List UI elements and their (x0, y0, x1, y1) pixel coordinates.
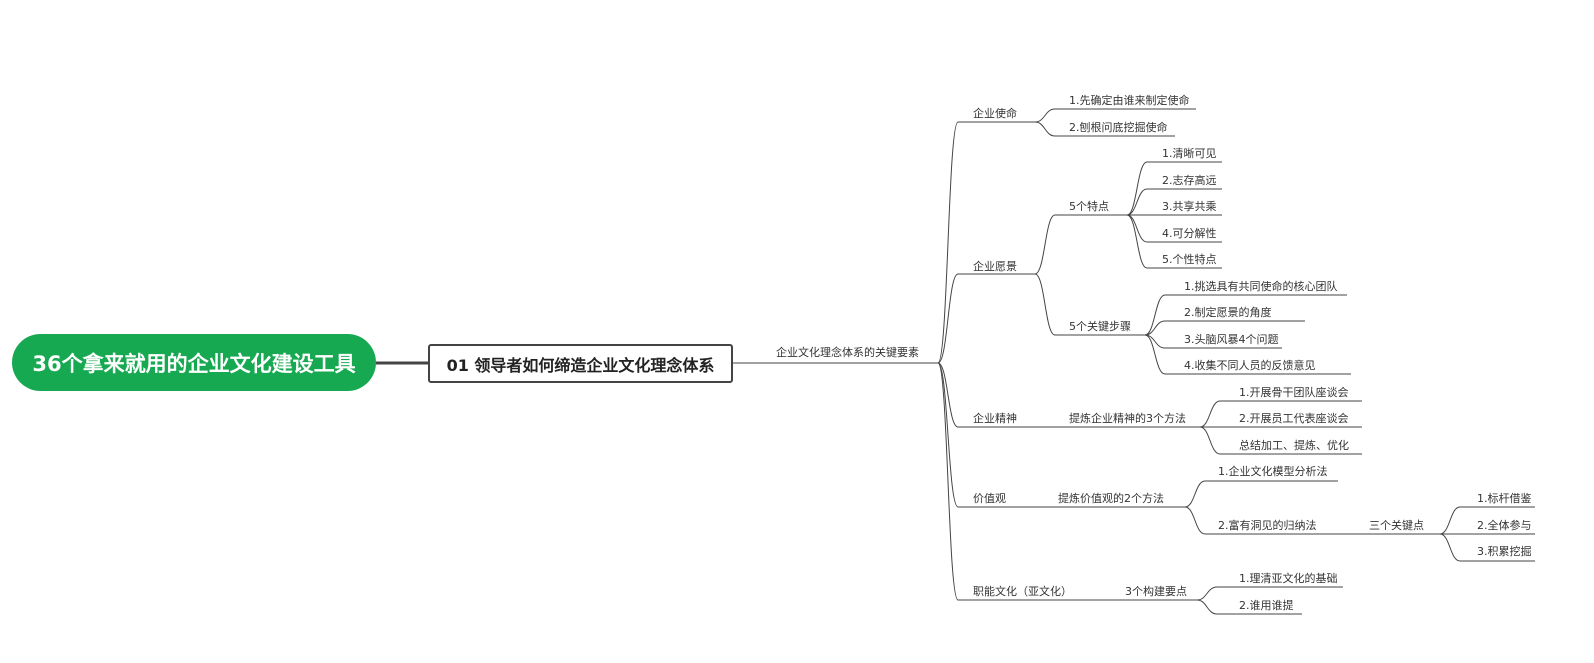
mission-item-2[interactable]: 2.刨根问底挖掘使命 (1069, 121, 1168, 134)
features-item-5[interactable]: 5.个性特点 (1162, 253, 1217, 266)
main-topic[interactable]: 01 领导者如何缔造企业文化理念体系 (428, 344, 733, 383)
features-item-3[interactable]: 3.共享共乘 (1162, 200, 1217, 213)
keypoint-item-1[interactable]: 1.标杆借鉴 (1477, 492, 1532, 505)
values-item-1[interactable]: 1.企业文化模型分析法 (1218, 465, 1328, 478)
spirit-item-1[interactable]: 1.开展骨干团队座谈会 (1239, 386, 1349, 399)
keypoint-item-2[interactable]: 2.全体参与 (1477, 519, 1532, 532)
connector-hub-vision (937, 273, 1035, 364)
values-item-2[interactable]: 2.富有洞见的归纳法 (1218, 519, 1317, 532)
connector-hub-mission (937, 121, 1035, 364)
spirit-method[interactable]: 提炼企业精神的3个方法 (1069, 412, 1186, 425)
connector-keypoints-3 (1439, 533, 1535, 562)
topic-spirit[interactable]: 企业精神 (973, 412, 1017, 425)
steps-item-3[interactable]: 3.头脑风暴4个问题 (1184, 333, 1279, 346)
connector-subculture-2 (1196, 599, 1302, 615)
connector-values-2 (1184, 506, 1440, 535)
connector-features-1 (1126, 161, 1222, 216)
features-item-4[interactable]: 4.可分解性 (1162, 227, 1217, 240)
connector-values-1 (1184, 480, 1338, 508)
spirit-item-3[interactable]: 总结加工、提炼、优化 (1239, 439, 1349, 452)
topic-vision[interactable]: 企业愿景 (973, 260, 1017, 273)
connector-mission-1 (1034, 108, 1196, 123)
spirit-item-2[interactable]: 2.开展员工代表座谈会 (1239, 412, 1349, 425)
mission-item-1[interactable]: 1.先确定由谁来制定使命 (1069, 94, 1190, 107)
connector-features-5 (1126, 214, 1222, 269)
features-item-1[interactable]: 1.清晰可见 (1162, 147, 1217, 160)
connector-hub-spirit (937, 362, 1030, 428)
root-topic[interactable]: 36个拿来就用的企业文化建设工具 (12, 334, 376, 391)
values-method[interactable]: 提炼价值观的2个方法 (1058, 492, 1164, 505)
features-item-2[interactable]: 2.志存高远 (1162, 174, 1217, 187)
connector-keypoints-1 (1439, 506, 1535, 535)
connector-subculture-1 (1196, 586, 1343, 601)
vision-features[interactable]: 5个特点 (1069, 200, 1109, 213)
connector-mission-2 (1034, 121, 1175, 137)
topic-mission[interactable]: 企业使命 (973, 107, 1017, 120)
steps-item-2[interactable]: 2.制定愿景的角度 (1184, 306, 1272, 319)
subculture-item-1[interactable]: 1.理清亚文化的基础 (1239, 572, 1338, 585)
connector-steps-1 (1144, 294, 1347, 336)
hub-topic[interactable]: 企业文化理念体系的关键要素 (776, 346, 919, 359)
connector-steps-3 (1144, 334, 1282, 349)
connector-steps-2 (1144, 320, 1305, 336)
topic-subculture[interactable]: 职能文化（亚文化） (973, 585, 1072, 598)
subculture-item-2[interactable]: 2.谁用谁提 (1239, 599, 1294, 612)
connector-steps-4 (1144, 334, 1351, 375)
connector-vision-features (1034, 214, 1127, 275)
vision-steps[interactable]: 5个关键步骤 (1069, 320, 1131, 333)
keypoint-item-3[interactable]: 3.积累挖掘 (1477, 545, 1532, 558)
steps-item-1[interactable]: 1.挑选具有共同使命的核心团队 (1184, 280, 1338, 293)
steps-item-4[interactable]: 4.收集不同人员的反馈意见 (1184, 359, 1316, 372)
connector-spirit-1 (1199, 400, 1362, 428)
connector-features-2 (1126, 188, 1222, 216)
subculture-points[interactable]: 3个构建要点 (1125, 585, 1187, 598)
values-keypoints[interactable]: 三个关键点 (1369, 519, 1424, 532)
topic-values[interactable]: 价值观 (973, 492, 1006, 505)
connector-spirit-3 (1199, 426, 1362, 455)
connector-vision-steps (1034, 273, 1145, 336)
connector-hub-values (937, 362, 1020, 508)
connector-hub-subculture (937, 362, 1077, 601)
